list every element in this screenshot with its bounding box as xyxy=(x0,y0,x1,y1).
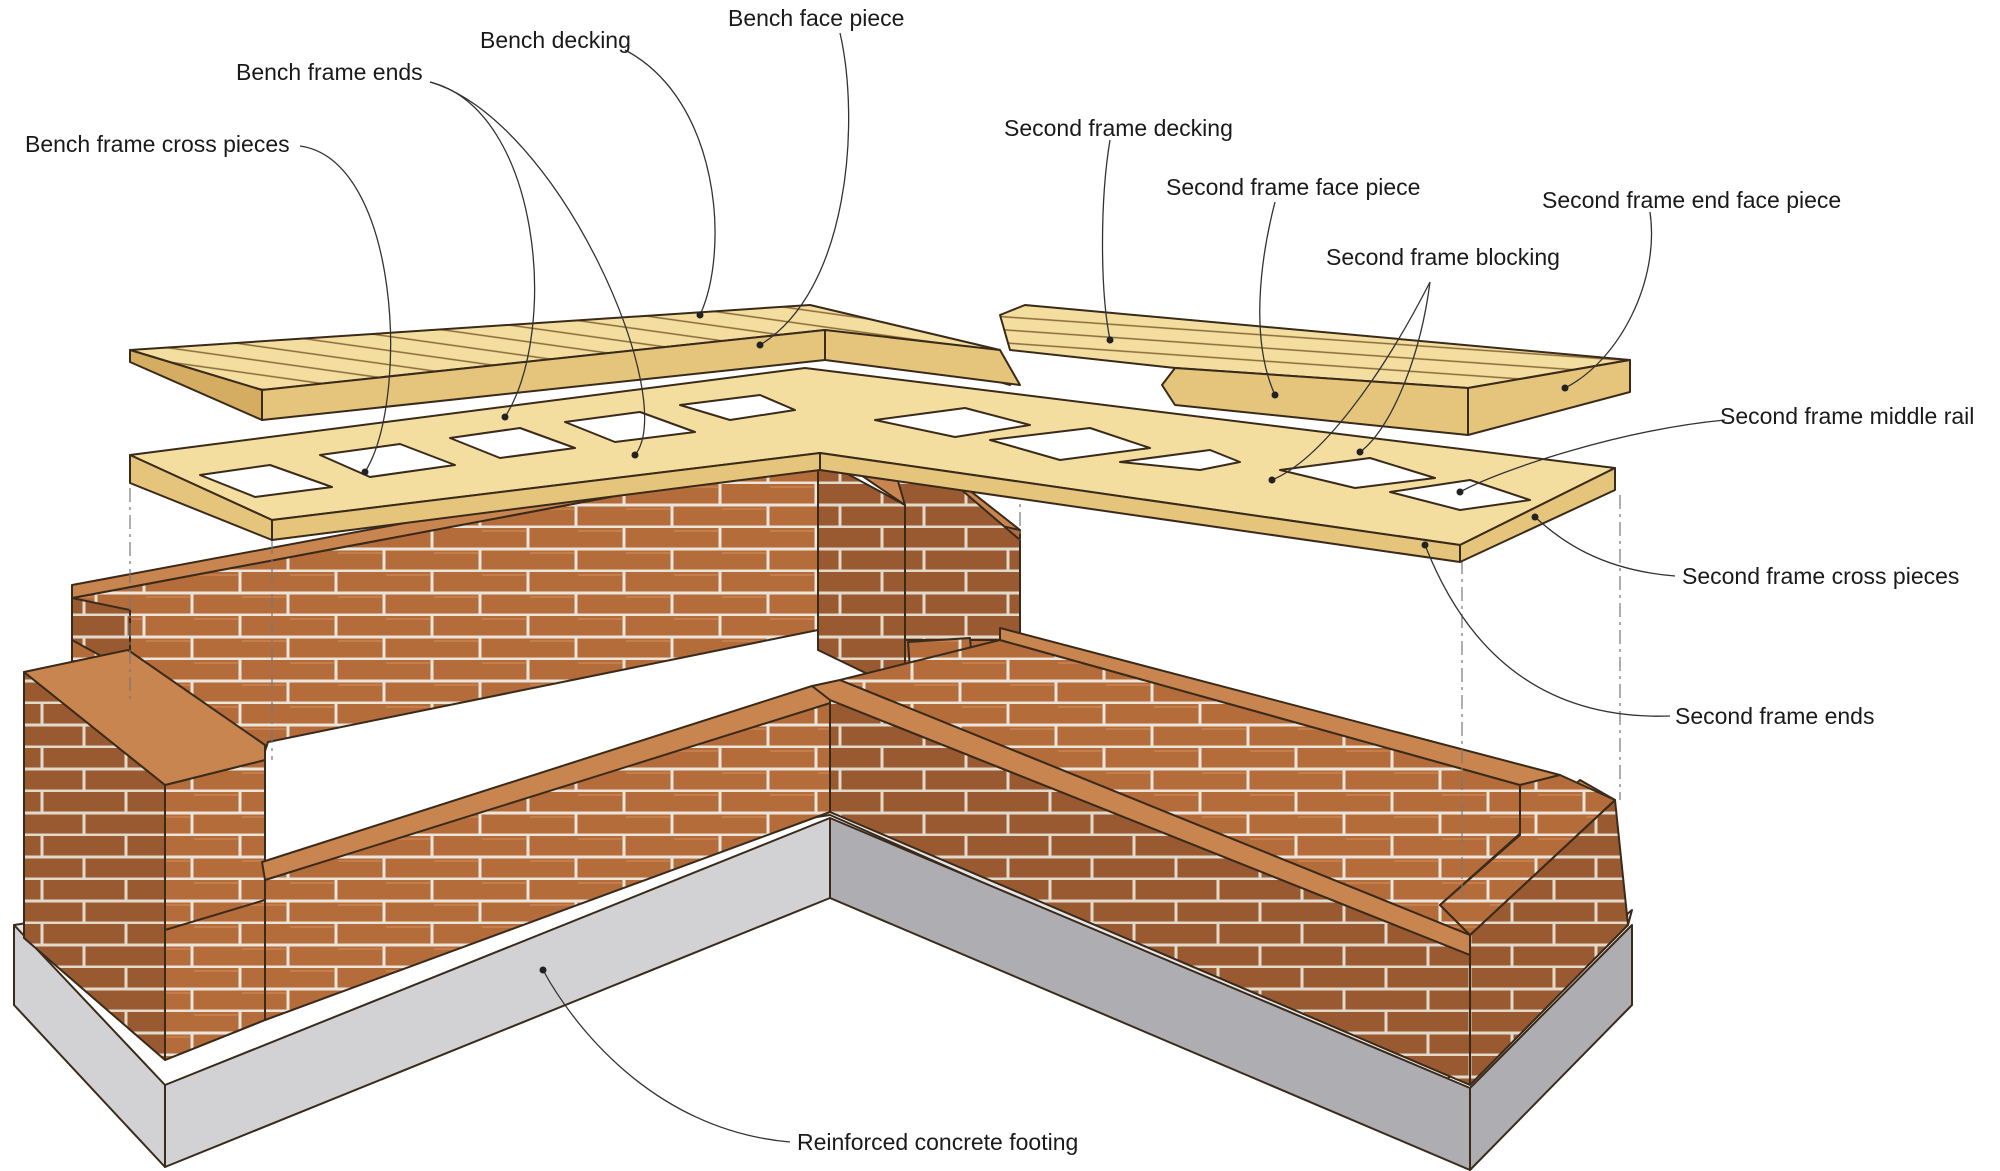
label-bench-frame-cross-pieces: Bench frame cross pieces xyxy=(25,131,290,157)
labels: Bench face piece Bench decking Bench fra… xyxy=(25,5,1974,1155)
label-second-frame-ends: Second frame ends xyxy=(1675,703,1874,729)
decking xyxy=(129,304,1631,436)
label-reinforced-concrete-footing: Reinforced concrete footing xyxy=(797,1129,1078,1155)
label-bench-face-piece: Bench face piece xyxy=(728,5,904,31)
label-second-frame-face-piece: Second frame face piece xyxy=(1166,174,1420,200)
label-bench-frame-ends: Bench frame ends xyxy=(236,59,423,85)
timber-frame xyxy=(129,367,1616,563)
label-second-frame-blocking: Second frame blocking xyxy=(1326,244,1560,270)
label-second-frame-end-face-piece: Second frame end face piece xyxy=(1542,187,1841,213)
label-bench-decking: Bench decking xyxy=(480,27,631,53)
leaders xyxy=(299,32,1726,1143)
label-second-frame-middle-rail: Second frame middle rail xyxy=(1720,403,1974,429)
label-second-frame-decking: Second frame decking xyxy=(1004,115,1233,141)
label-second-frame-cross-pieces: Second frame cross pieces xyxy=(1682,563,1959,589)
